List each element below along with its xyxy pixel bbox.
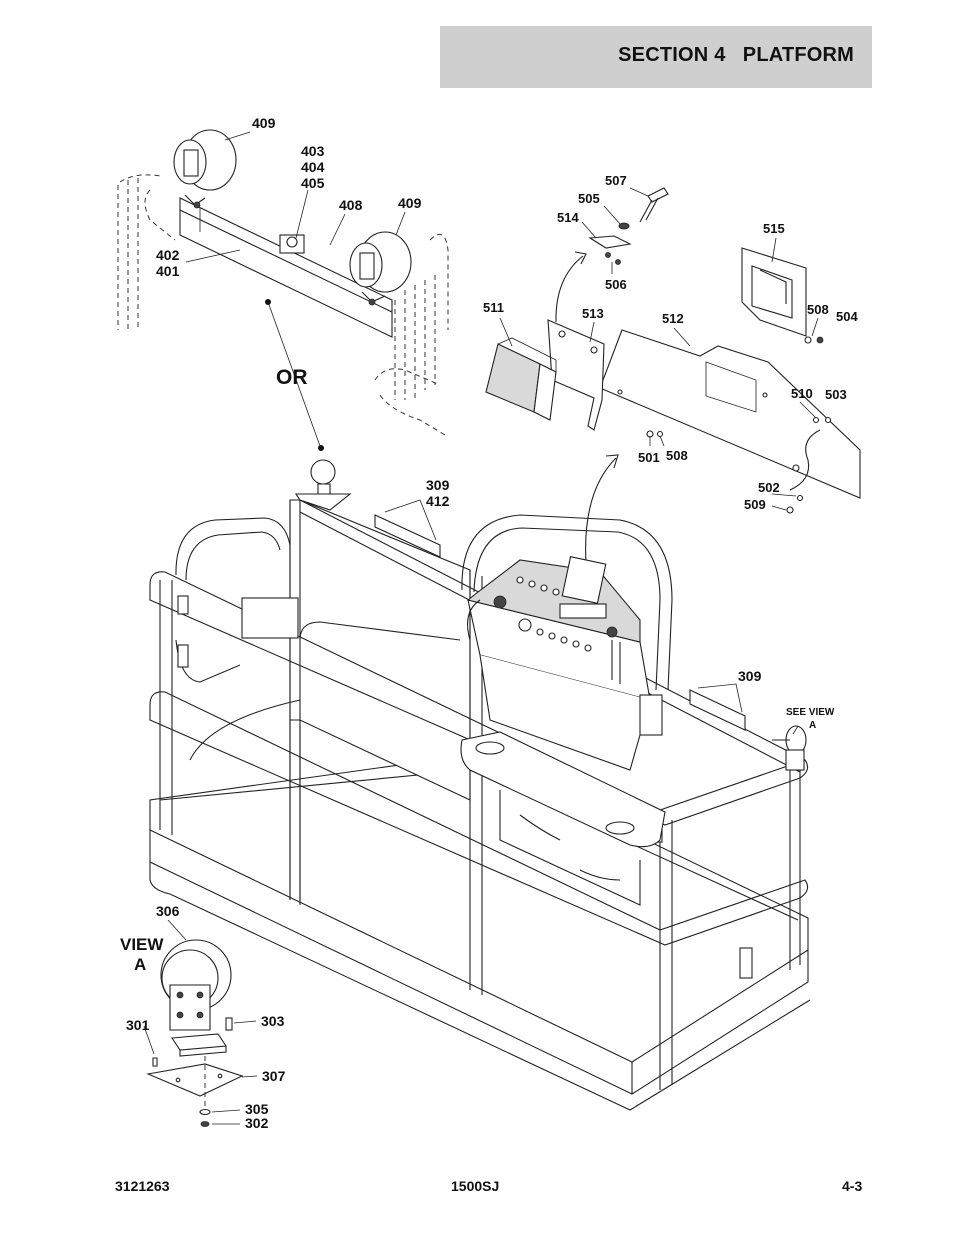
section-header: SECTION 4 PLATFORM [440, 26, 872, 88]
callout-302: 302 [245, 1115, 269, 1131]
callout-510: 510 [791, 386, 813, 401]
callout-307: 307 [262, 1068, 286, 1084]
callout-512: 512 [662, 311, 684, 326]
footer-model: 1500SJ [451, 1178, 500, 1194]
callout-401: 401 [156, 263, 180, 279]
callout-labels: 409 403 404 405 408 409 402 401 OR 507 5… [120, 115, 858, 1131]
callout-508-bottom: 508 [666, 448, 688, 463]
callout-508-top: 508 [807, 302, 829, 317]
callout-515: 515 [763, 221, 785, 236]
footer-page-number: 4-3 [842, 1178, 863, 1194]
callout-511: 511 [483, 300, 504, 315]
view-label: VIEW [120, 935, 164, 954]
callout-404: 404 [301, 159, 325, 175]
callout-507: 507 [605, 173, 627, 188]
callout-509: 509 [744, 497, 766, 512]
callout-402: 402 [156, 247, 180, 263]
callout-403: 403 [301, 143, 325, 159]
view-letter: A [134, 955, 146, 974]
view-a-detail [143, 919, 258, 1127]
callout-303: 303 [261, 1013, 285, 1029]
or-connector [265, 299, 324, 451]
section-title: SECTION 4 PLATFORM [618, 44, 854, 66]
callout-309-right: 309 [738, 668, 762, 684]
platform-control-console [460, 514, 753, 979]
callout-501: 501 [638, 450, 660, 465]
callout-409-top: 409 [252, 115, 276, 131]
callout-301: 301 [126, 1017, 150, 1033]
see-view-label: SEE VIEW [786, 707, 835, 718]
callout-502: 502 [758, 480, 780, 495]
light-bar-assembly [117, 129, 449, 436]
callout-504: 504 [836, 309, 858, 324]
callout-306: 306 [156, 903, 180, 919]
callout-305: 305 [245, 1101, 269, 1117]
see-view-letter: A [809, 720, 816, 731]
callout-505: 505 [578, 191, 600, 206]
footer-doc-number: 3121263 [115, 1178, 170, 1194]
callout-409-right: 409 [398, 195, 422, 211]
callout-405: 405 [301, 175, 325, 191]
control-console-exploded [485, 187, 861, 601]
callout-412: 412 [426, 493, 450, 509]
callout-514: 514 [557, 210, 579, 225]
or-label: OR [276, 366, 308, 389]
callout-503: 503 [825, 387, 847, 402]
callout-309-top: 309 [426, 477, 450, 493]
callout-506: 506 [605, 277, 627, 292]
callout-513: 513 [582, 306, 604, 321]
callout-408: 408 [339, 197, 363, 213]
